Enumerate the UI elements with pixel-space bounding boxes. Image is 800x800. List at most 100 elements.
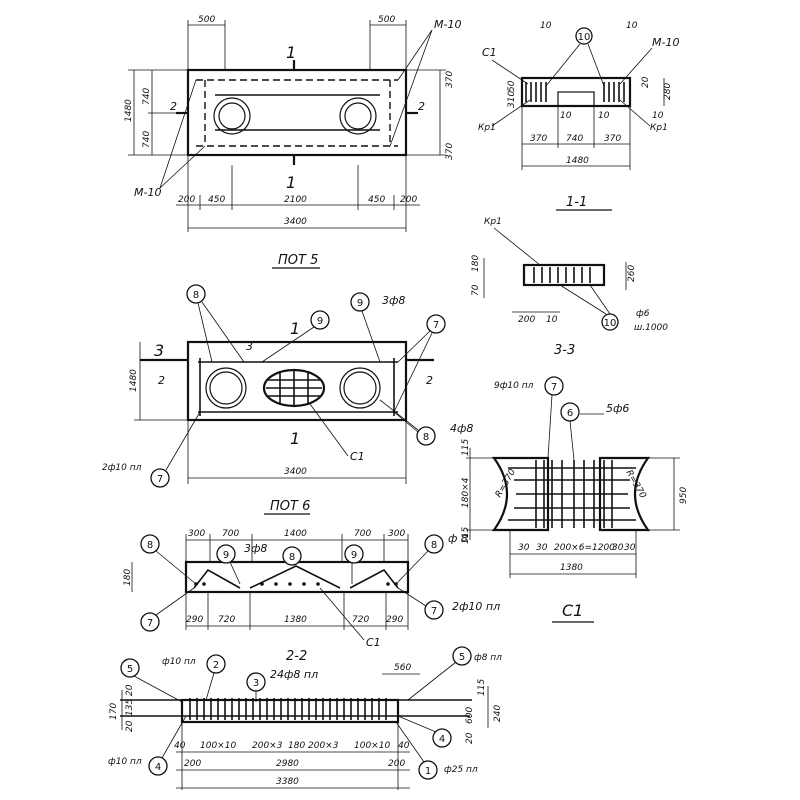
dim-text: 720 [352, 615, 369, 625]
dim-text: 1480 [124, 99, 134, 122]
callout-circle [344, 544, 364, 564]
dim-text: 10 [560, 111, 572, 121]
leader-line [133, 675, 183, 703]
dim-text: 170 [109, 703, 119, 720]
leader-line [397, 29, 433, 81]
callout-circle [416, 426, 436, 446]
dim-text: 600 [465, 707, 475, 724]
section-3-3: Кр1 70 180 200 10 260 10 ф6 ш.1000 3-3 [471, 217, 668, 358]
stirrups [189, 698, 387, 720]
leader-line [393, 332, 433, 413]
leader-line [491, 99, 531, 127]
dim-text: 180 [471, 255, 481, 272]
dim-text: 200×3 [308, 741, 339, 751]
side-mark: 2 [426, 374, 433, 387]
rebar-line [349, 568, 399, 589]
dim-text: 3380 [276, 777, 299, 787]
section-mark: 3 [246, 340, 253, 353]
label-f10: ф10 пл [162, 657, 196, 667]
dim-text: 560 [394, 663, 411, 673]
opening-circle [343, 371, 377, 405]
label-4f8: 4ф8 [450, 422, 473, 435]
section-title: 3-3 [554, 343, 575, 358]
leader-line [587, 43, 605, 87]
dim-text: 200 [388, 759, 405, 769]
callout-number: 4 [439, 734, 445, 745]
leader-line [155, 587, 195, 616]
dim-text: 310 [507, 91, 517, 108]
leader-line [389, 29, 433, 147]
leader-line [545, 43, 581, 87]
leader-line [397, 715, 437, 733]
dim-text: 370 [445, 71, 455, 88]
callout-number: 7 [157, 474, 163, 485]
side-mark: 2 [158, 374, 165, 387]
leader-line [197, 302, 213, 363]
callout-number: 1 [425, 766, 431, 777]
dim-text: 700 [354, 529, 371, 539]
bar-dots [194, 582, 398, 586]
dim-text: 1400 [284, 529, 307, 539]
dim-text: 40 [398, 741, 410, 751]
callout-number: 10 [604, 318, 617, 329]
label-m10: М-10 [652, 36, 679, 49]
callout-circle [310, 310, 330, 330]
section-title: 1-1 [566, 195, 587, 210]
dim-text: 450 [208, 195, 225, 205]
dim-text: 200×6=1200 [554, 543, 615, 553]
leader-line [165, 411, 201, 471]
section-1-1: 10 С1 Кр1 Кр1 М-10 10 10 10 10 50 310 20… [478, 21, 679, 211]
label-kr1-right: Кр1 [650, 123, 668, 133]
callout-number: 9 [357, 298, 363, 309]
callout-number: 6 [567, 408, 573, 419]
label-3f8: 3ф8 [382, 294, 405, 307]
callout-circle [426, 314, 446, 334]
dim-text: 20 [125, 720, 135, 732]
label-kr1-left: Кр1 [478, 123, 496, 133]
dim-text: 50 [507, 80, 517, 92]
section-channel [557, 91, 595, 107]
leader-line [229, 561, 241, 585]
leader-line [493, 227, 541, 266]
callout-circle [148, 756, 168, 776]
dim-text: 450 [368, 195, 385, 205]
dim-text: 500 [378, 15, 395, 25]
top-view: 1 1 2 2 500 500 М-10 1480 740 740 370 37… [124, 15, 461, 269]
leader-line [619, 47, 653, 85]
leader-line [155, 550, 197, 585]
mesh-c1 [262, 368, 326, 408]
dim-text: 30 [518, 543, 530, 553]
leader-line [491, 59, 529, 85]
callout-circle [424, 600, 444, 620]
dim-text: 100×10 [354, 741, 390, 751]
elevation-upper: 300 700 1400 700 300 290 720 1380 720 29… [123, 529, 500, 649]
callout-circle [140, 612, 160, 632]
dim-text: 300 [188, 529, 205, 539]
view-title: ПОТ 5 [278, 253, 318, 268]
dim-text: 40 [174, 741, 186, 751]
leader-line [205, 672, 215, 701]
dim-text: 20 [125, 684, 135, 696]
section-mark-bottom: 1 [286, 173, 296, 192]
callout-number: 7 [147, 618, 153, 629]
dim-text: 10 [626, 21, 638, 31]
rebar-line [193, 568, 241, 589]
dim-text: 20 [641, 76, 651, 88]
dim-text: 30 [536, 543, 548, 553]
dim-text: 240 [493, 705, 503, 722]
section-2-2: 2-2 24ф8 пл ф10 пл 2 5 3 5 ф8 пл 560 4 4… [108, 646, 503, 790]
callout-number: 8 [423, 432, 429, 443]
dim-text: 1480 [566, 156, 589, 166]
dim-text: 1480 [129, 369, 139, 392]
side-mark-left: 2 [170, 100, 177, 113]
dim-text: 10 [652, 111, 664, 121]
frame-outline [598, 456, 651, 532]
leader-line [201, 301, 245, 363]
label-step: ш.1000 [634, 323, 668, 333]
leader-line [395, 721, 425, 763]
leader-line [319, 587, 365, 641]
block-outline [186, 340, 408, 422]
frame-outline [491, 456, 550, 532]
leader-line [309, 403, 349, 457]
opening-circle [213, 97, 251, 135]
